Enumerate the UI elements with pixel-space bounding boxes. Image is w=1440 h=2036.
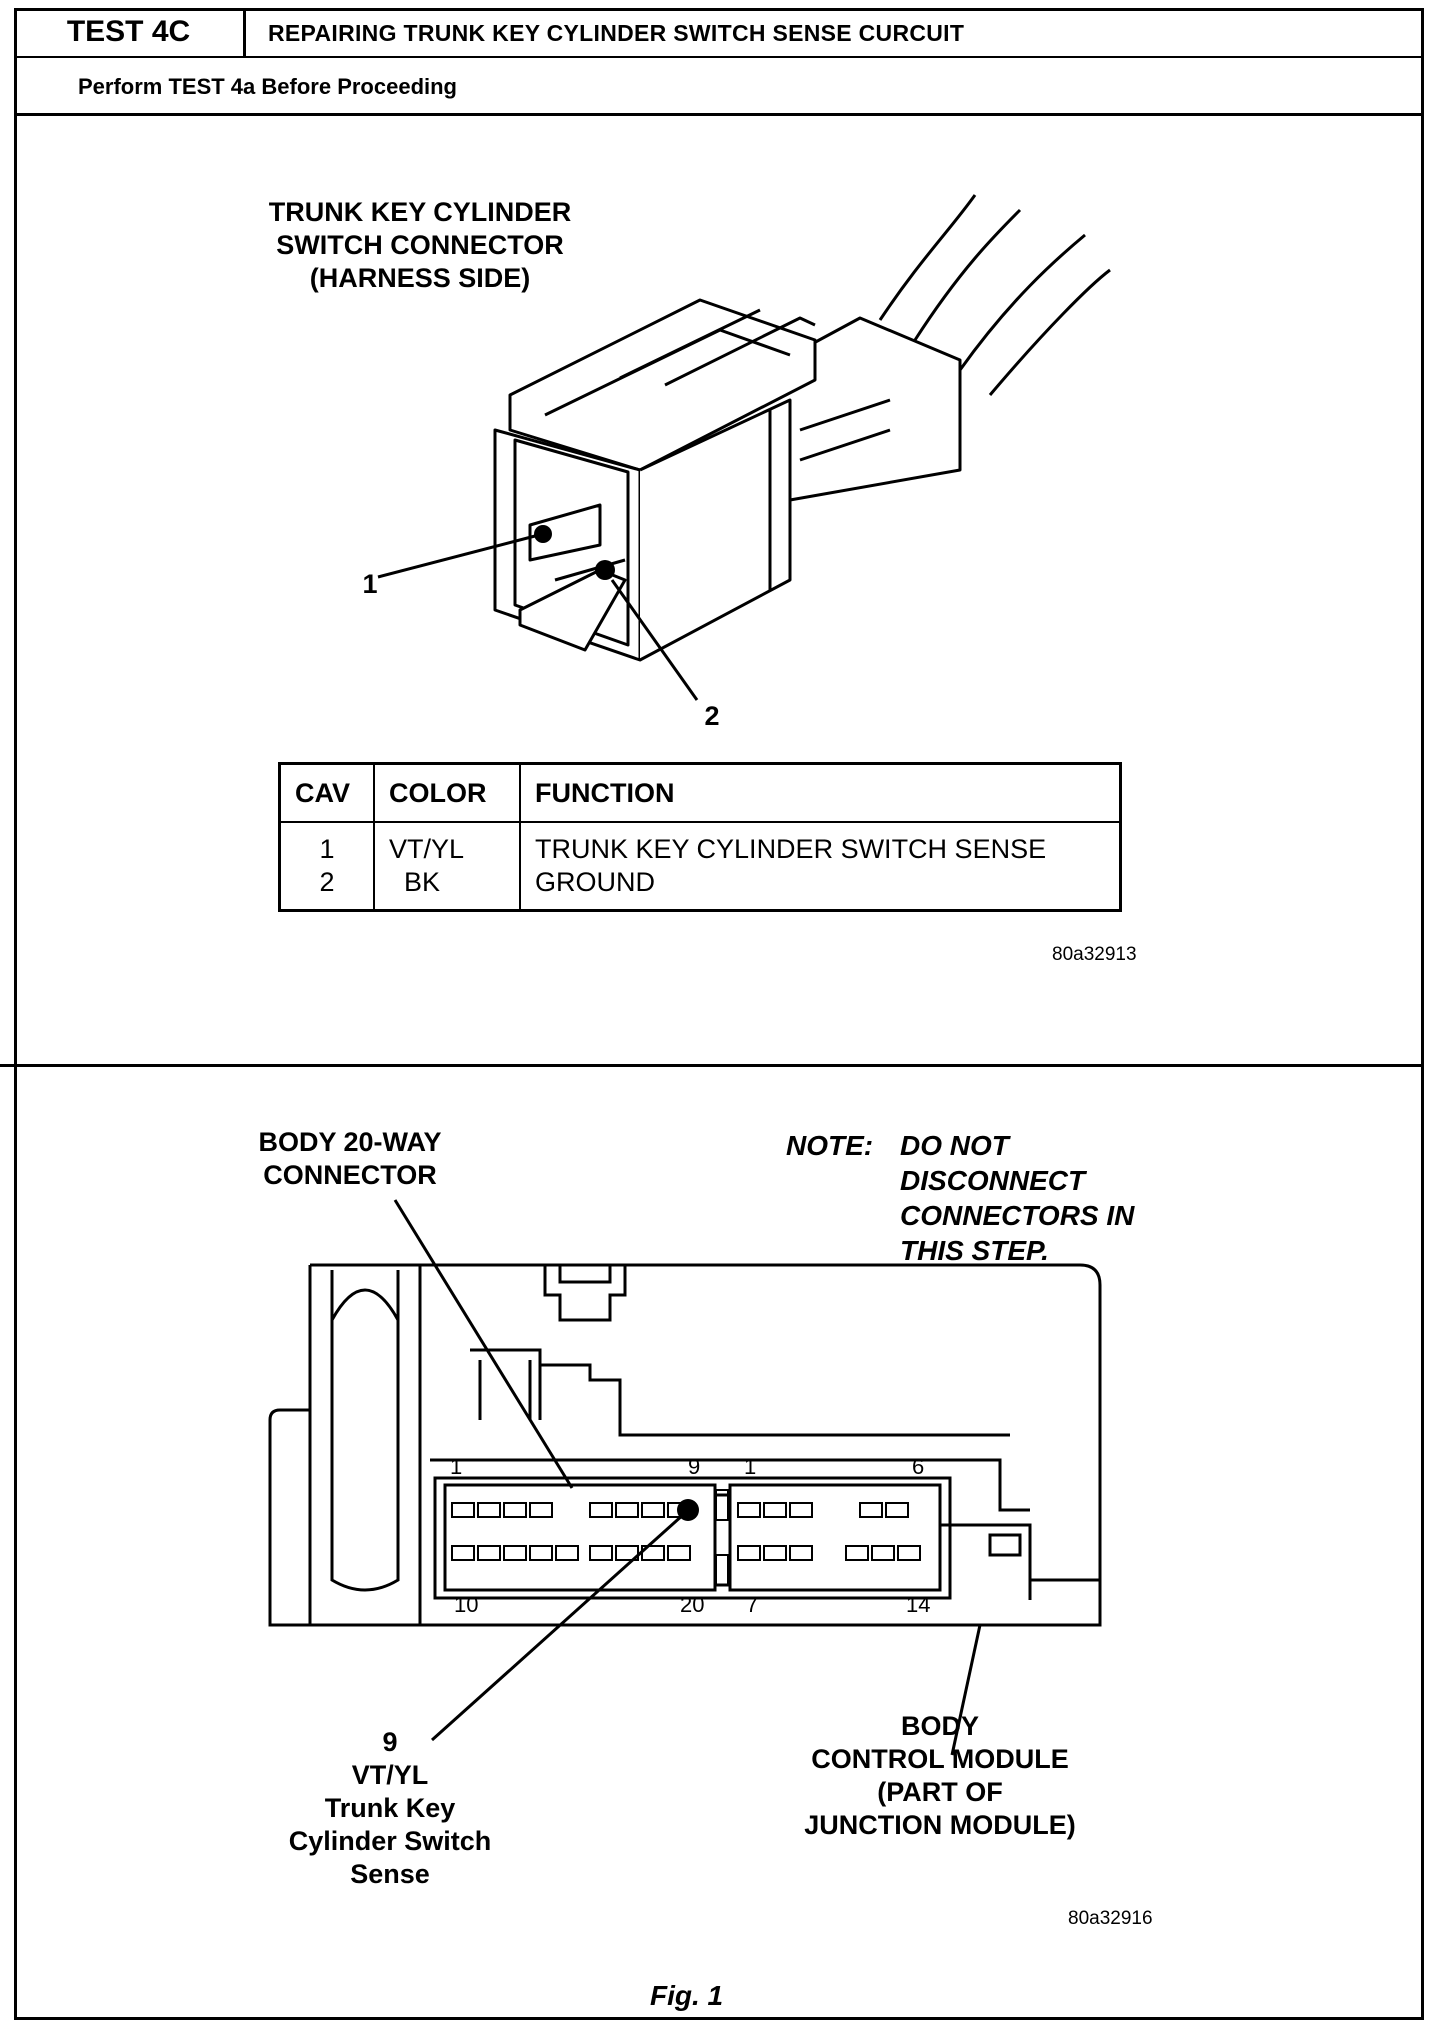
cav-values: 1 2 <box>279 822 375 911</box>
test-id: TEST 4C <box>14 8 246 56</box>
function-values: TRUNK KEY CYLINDER SWITCH SENSE GROUND <box>535 834 1047 897</box>
pin-label-top-6: 6 <box>912 1454 925 1479</box>
cavity-2-dot <box>595 560 615 580</box>
pin-9-callout: 9 VT/YL Trunk Key Cylinder Switch Sense <box>288 1727 492 1889</box>
pin-label-bottom-7: 7 <box>746 1592 759 1617</box>
callout-2: 2 <box>704 701 720 731</box>
body-connector-label: BODY 20-WAY CONNECTOR <box>258 1127 442 1190</box>
page-frame <box>14 8 1424 2020</box>
callout-1-leader <box>377 534 536 579</box>
color-values: VT/YL BK <box>374 822 521 911</box>
wiring-table: CAV COLOR FUNCTION 1 2 VT/YL BK TRUNK KE… <box>278 762 1122 912</box>
pin-label-top-1: 1 <box>450 1454 463 1479</box>
pin-label-bottom-10: 10 <box>454 1592 479 1617</box>
prerequisite-row: Perform TEST 4a Before Proceeding <box>14 58 1424 116</box>
col-function: FUNCTION <box>520 763 1121 823</box>
pin-callout-leader <box>430 1512 686 1742</box>
note-text: DO NOT DISCONNECT CONNECTORS IN THIS STE… <box>900 1130 1135 1266</box>
col-color: COLOR <box>374 763 521 823</box>
cavity-1-dot <box>534 525 552 543</box>
connector-label: TRUNK KEY CYLINDER SWITCH CONNECTOR (HAR… <box>268 197 572 293</box>
bcm-illustration <box>268 1263 1102 1627</box>
figure-code-1: 80a32913 <box>1052 944 1137 965</box>
bcm-label: BODY CONTROL MODULE (PART OF JUNCTION MO… <box>804 1711 1076 1840</box>
figure-code-2: 80a32916 <box>1068 1908 1153 1929</box>
panel-divider <box>0 1064 1424 1067</box>
test-title: REPAIRING TRUNK KEY CYLINDER SWITCH SENS… <box>268 20 965 46</box>
col-cav: CAV <box>279 763 375 823</box>
pin-label-top-right-1: 1 <box>744 1454 757 1479</box>
prerequisite-text: Perform TEST 4a Before Proceeding <box>78 74 457 99</box>
module-leader <box>950 1624 982 1756</box>
pin-label-top-9: 9 <box>688 1454 701 1479</box>
trunk-connector-illustration <box>493 194 1111 662</box>
connector-leader <box>393 1199 574 1489</box>
figure-caption: Fig. 1 <box>650 1980 724 2011</box>
header-row: TEST 4C REPAIRING TRUNK KEY CYLINDER SWI… <box>14 8 1424 58</box>
pin-label-bottom-20: 20 <box>680 1592 705 1617</box>
callout-1: 1 <box>362 569 378 599</box>
note-heading: NOTE: <box>786 1130 874 1161</box>
pin-label-bottom-14: 14 <box>906 1592 931 1617</box>
callout-2-leader <box>610 579 699 701</box>
